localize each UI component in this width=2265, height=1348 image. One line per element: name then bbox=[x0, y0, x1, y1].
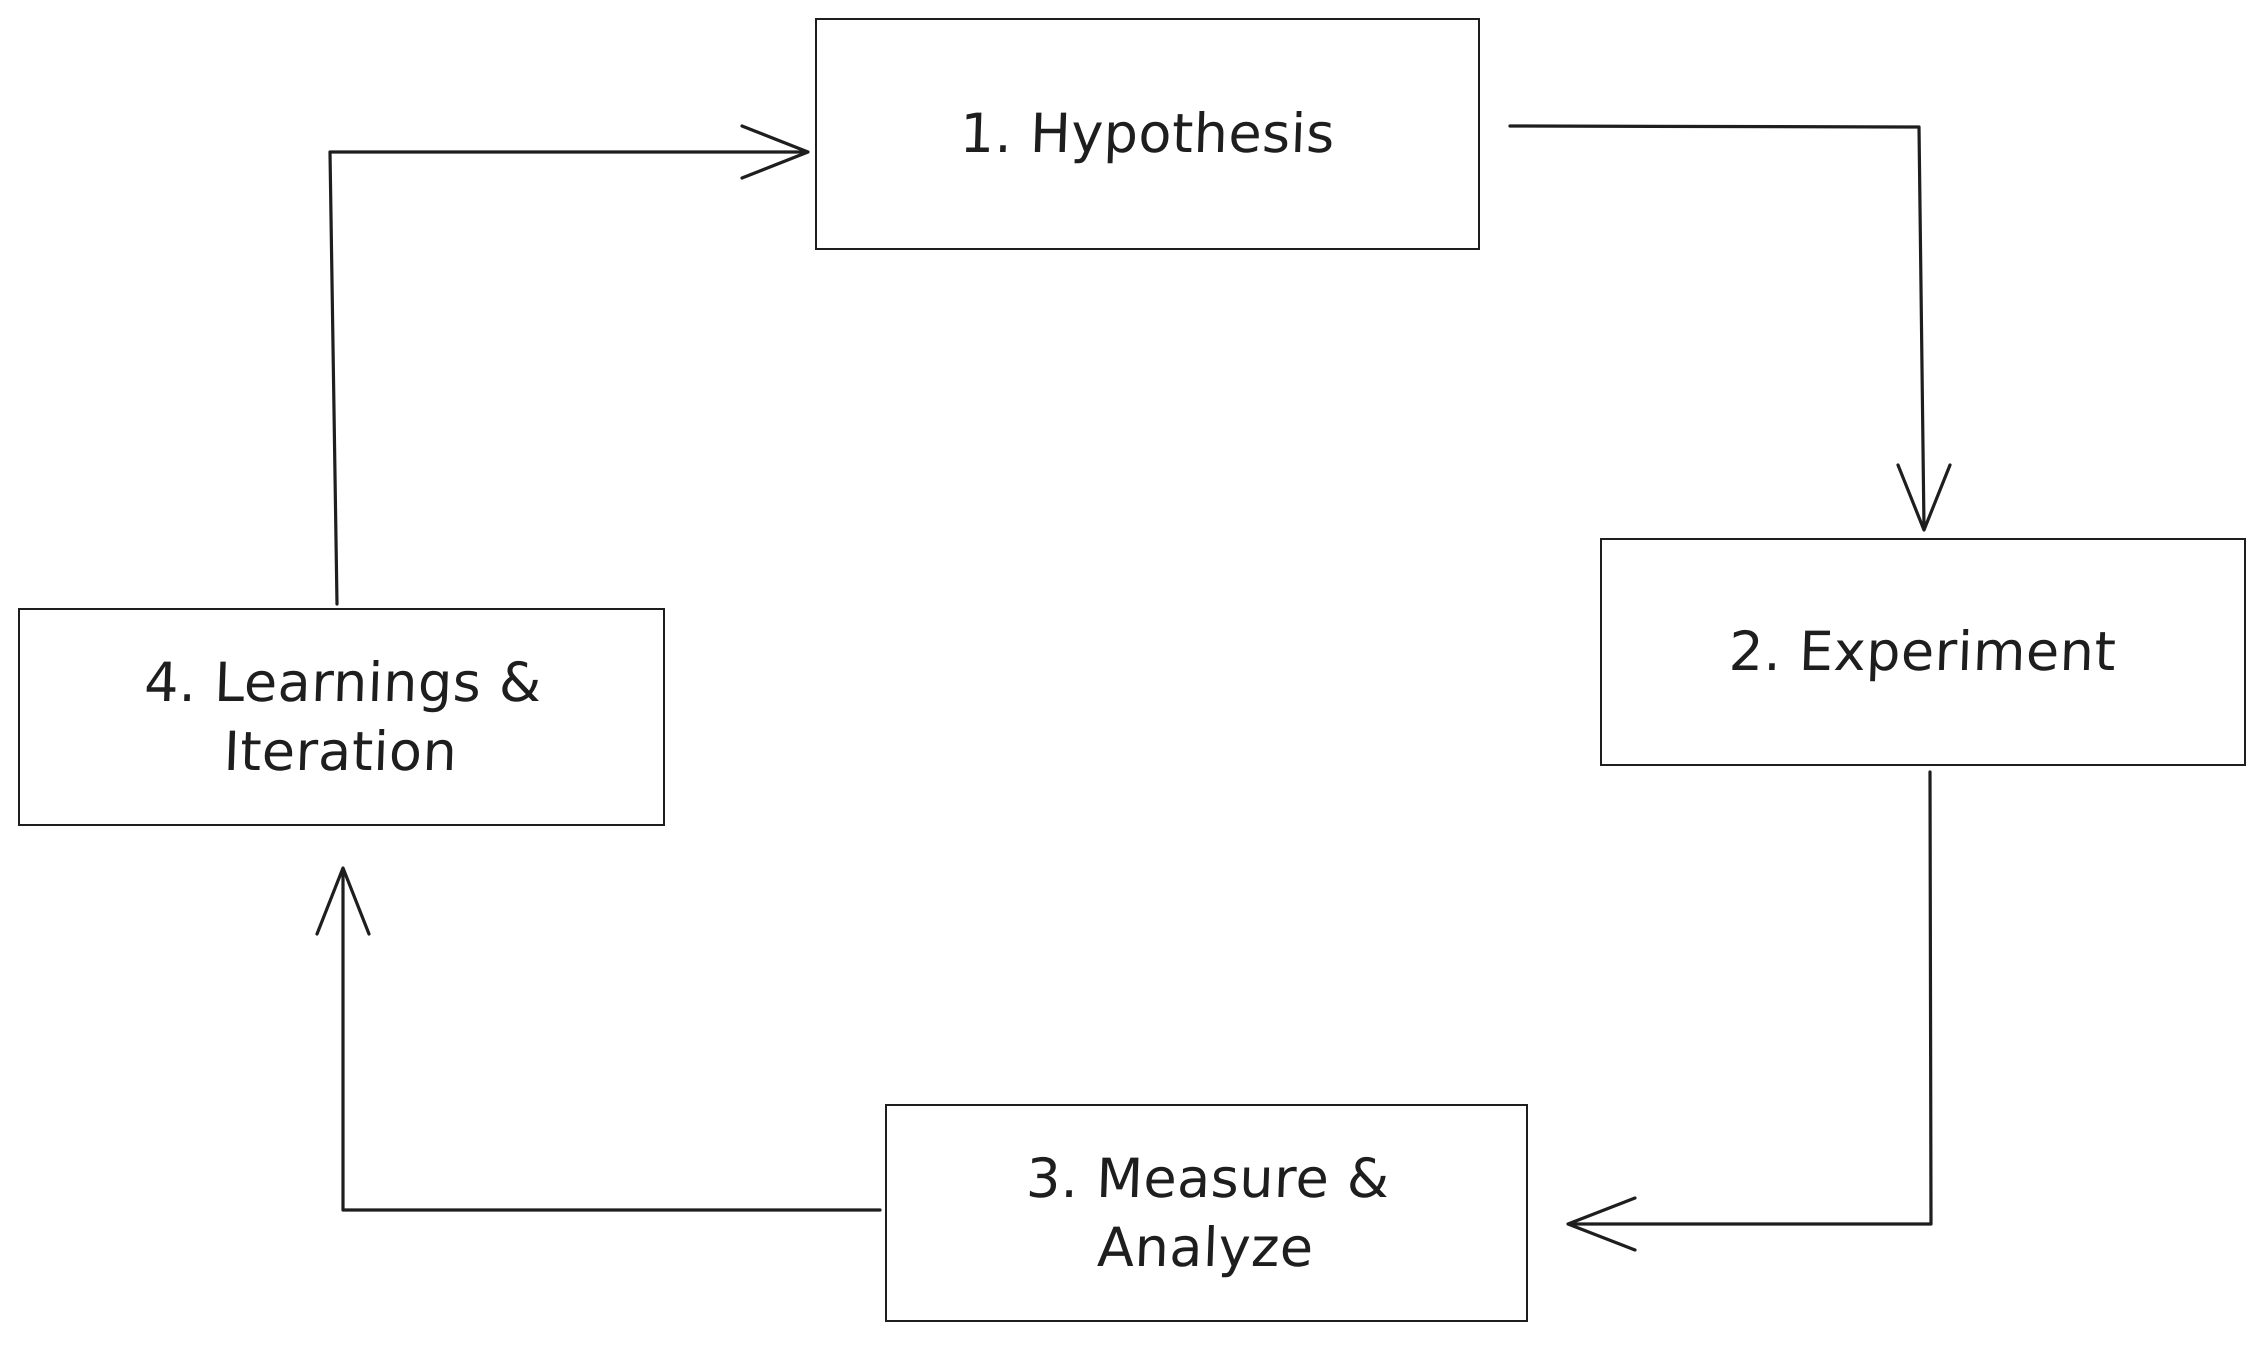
node-experiment-label: 2. Experiment bbox=[1728, 620, 2118, 684]
edge-learnings-to-hypothesis bbox=[328, 124, 810, 606]
edge-hypothesis-to-experiment bbox=[1508, 124, 1952, 532]
node-learnings-and-iteration[interactable]: 4. Learnings & Iteration bbox=[18, 608, 665, 826]
node-learnings-and-iteration-label: 4. Learnings & Iteration bbox=[142, 650, 543, 783]
edge-experiment-to-measure bbox=[1566, 770, 1933, 1252]
edge-measure-to-learnings bbox=[315, 866, 882, 1212]
node-hypothesis[interactable]: 1. Hypothesis bbox=[815, 18, 1480, 250]
node-measure-and-analyze-label: 3. Measure & Analyze bbox=[1024, 1146, 1391, 1279]
node-measure-and-analyze[interactable]: 3. Measure & Analyze bbox=[885, 1104, 1528, 1322]
node-experiment[interactable]: 2. Experiment bbox=[1600, 538, 2246, 766]
node-hypothesis-label: 1. Hypothesis bbox=[958, 102, 1337, 166]
